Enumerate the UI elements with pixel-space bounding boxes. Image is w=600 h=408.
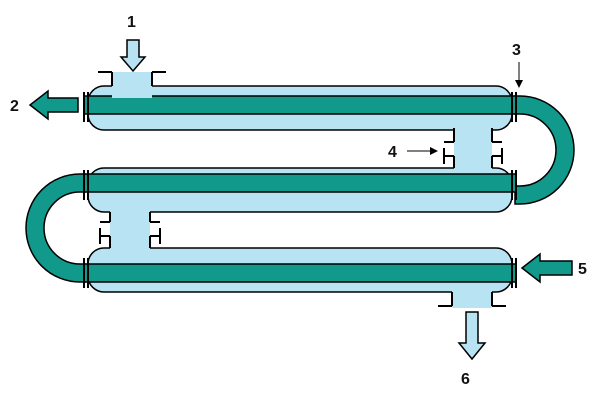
inner-tube-middle <box>83 173 517 193</box>
label-6: 6 <box>461 371 470 388</box>
right-return-bend <box>514 95 575 205</box>
connector-left <box>110 208 150 252</box>
inner-tube-top <box>83 95 517 115</box>
arrow-outlet-6 <box>457 311 487 361</box>
arrow-outlet-2 <box>28 89 79 121</box>
label-4: 4 <box>388 144 397 161</box>
left-return-bend <box>25 173 86 283</box>
end-flanges <box>83 92 517 288</box>
label-5: 5 <box>578 261 587 278</box>
label-2: 2 <box>10 98 19 115</box>
inlet-nozzle-top <box>112 72 152 98</box>
arrow-inlet-1 <box>119 39 147 73</box>
label-1: 1 <box>127 14 136 31</box>
outlet-nozzle-bottom <box>452 288 492 308</box>
connector-right <box>454 126 492 172</box>
arrow-inlet-5 <box>520 252 573 284</box>
inner-tube-bottom <box>83 263 517 283</box>
label-3: 3 <box>512 42 521 59</box>
